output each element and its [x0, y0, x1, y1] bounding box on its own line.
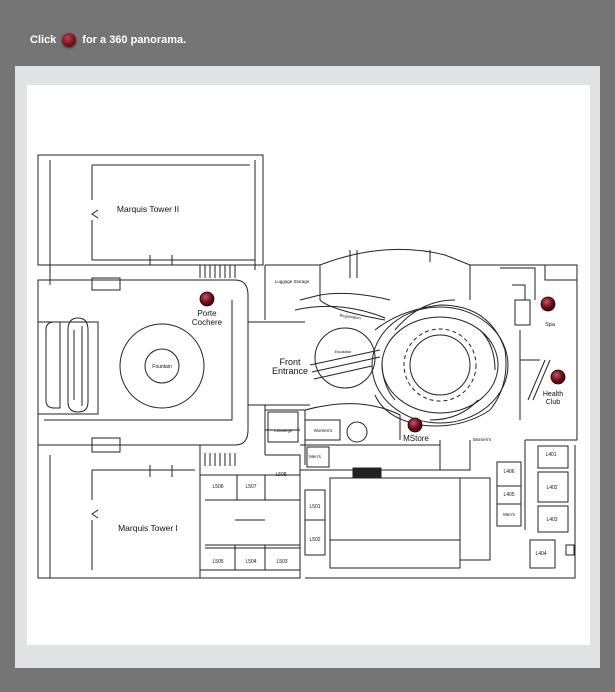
- room-l501: L501: [309, 504, 320, 510]
- instruction-panorama-text: for a 360 panorama.: [82, 34, 187, 46]
- registration-label: Registration: [339, 313, 361, 321]
- mstore-panorama-hotspot[interactable]: [407, 417, 423, 433]
- room-l406: L406: [503, 469, 514, 475]
- mens-restroom-label: Men's: [309, 454, 322, 459]
- front-entrance-label-1: Front: [279, 357, 301, 367]
- escalator-label: Escalator: [335, 349, 352, 354]
- plan-walls: [37, 154, 578, 579]
- womens-restroom-2-label: Women's: [473, 437, 492, 442]
- room-l507: L507: [245, 484, 256, 490]
- luggage-storage-label: Luggage Storage: [275, 279, 310, 284]
- room-l403: L403: [546, 517, 557, 523]
- room-l405: L405: [503, 492, 514, 498]
- fountain-label: Fountain: [152, 364, 172, 370]
- mstore-label: MStore: [403, 434, 429, 443]
- room-l505: L505: [212, 559, 223, 565]
- map-canvas: [27, 85, 590, 645]
- room-l503: L503: [276, 559, 287, 565]
- room-l402: L402: [546, 485, 557, 491]
- porte-cochere-panorama-hotspot[interactable]: [199, 291, 215, 307]
- health-club-label-1: Health: [543, 391, 563, 398]
- room-l506: L506: [212, 484, 223, 490]
- spa-label: Spa: [545, 322, 556, 328]
- room-l502: L502: [309, 537, 320, 543]
- porte-cochere-label-2: Cochere: [192, 318, 223, 327]
- room-l504: L504: [245, 559, 256, 565]
- room-l404: L404: [535, 551, 546, 557]
- mens-restroom-2-label: Men's: [503, 512, 516, 517]
- health-club-label-2: Club: [546, 399, 561, 406]
- health-club-panorama-hotspot[interactable]: [550, 369, 566, 385]
- room-l508: L508: [275, 472, 286, 478]
- womens-restroom-label: Women's: [314, 428, 333, 433]
- marquis-tower-2-label: Marquis Tower II: [117, 204, 179, 214]
- panorama-marker-icon: [62, 33, 77, 47]
- porte-cochere-label-1: Porte: [197, 309, 217, 318]
- spa-panorama-hotspot[interactable]: [540, 296, 556, 312]
- panorama-instruction: Click for a 360 panorama.: [30, 32, 186, 48]
- room-l401: L401: [545, 452, 556, 458]
- concierge-label: Concierge: [274, 428, 293, 433]
- instruction-click-text: Click: [30, 34, 57, 46]
- marquis-tower-1-label: Marquis Tower I: [118, 523, 178, 533]
- front-entrance-label-2: Entrance: [272, 366, 308, 376]
